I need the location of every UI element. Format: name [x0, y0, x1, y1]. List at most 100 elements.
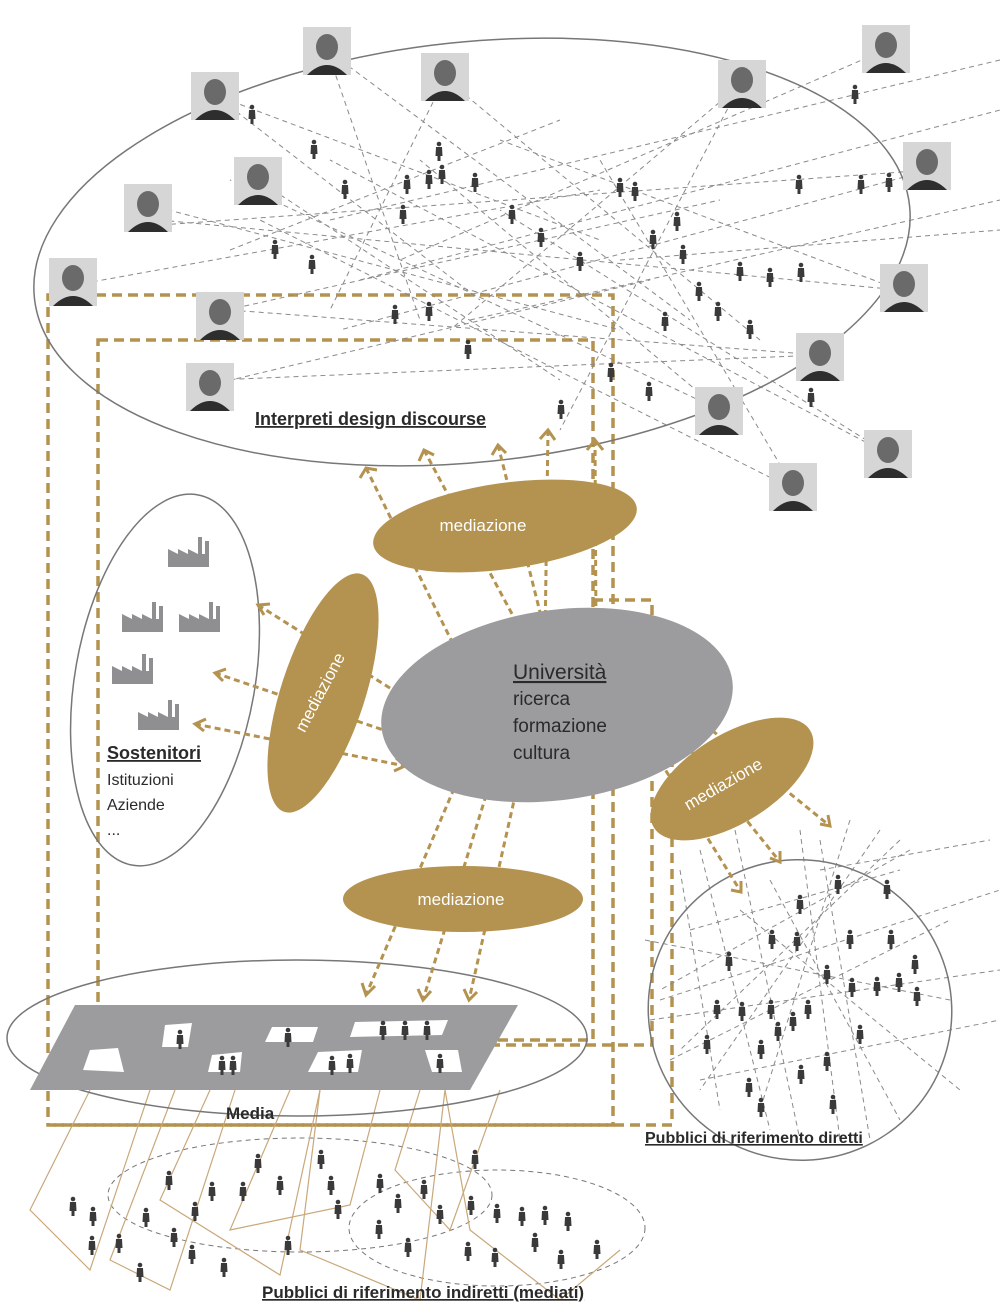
person-figure [394, 1193, 402, 1213]
person-figure [537, 227, 545, 247]
person-figure [376, 1173, 384, 1193]
person-figure [661, 311, 669, 331]
portrait-photo [695, 387, 743, 435]
person-figure [464, 339, 472, 359]
media-label: Media [226, 1104, 275, 1123]
people-indirect [69, 1149, 601, 1282]
sostenitori-ellipse [69, 493, 261, 867]
media-screen [83, 1048, 124, 1072]
portraits [49, 25, 951, 511]
person-figure [768, 929, 776, 949]
person-figure [89, 1206, 97, 1226]
media-ellipse [6, 959, 588, 1117]
media-projection-lines [29, 1089, 621, 1301]
portrait-photo [234, 157, 282, 205]
person-figure [679, 244, 687, 264]
person-figure [403, 174, 411, 194]
factory-icon [122, 602, 163, 632]
person-figure [713, 999, 721, 1019]
portrait-photo [196, 292, 244, 340]
person-figure [564, 1211, 572, 1231]
person-figure [804, 999, 812, 1019]
person-figure [673, 211, 681, 231]
person-figure [616, 177, 624, 197]
person-figure [557, 1249, 565, 1269]
person-figure [327, 1175, 335, 1195]
person-figure [334, 1199, 342, 1219]
person-figure [518, 1206, 526, 1226]
sostenitori-ellipsis: ... [107, 822, 120, 839]
person-figure [757, 1097, 765, 1117]
person-figure [746, 319, 754, 339]
person-figure [829, 1094, 837, 1114]
person-figure [913, 986, 921, 1006]
factory-icon [138, 700, 179, 730]
mediation-blobs [267, 479, 814, 932]
person-figure [745, 1077, 753, 1097]
media-screen [350, 1020, 448, 1037]
person-figure [541, 1205, 549, 1225]
indirect-public-ellipses [107, 1137, 646, 1287]
portrait-photo [880, 264, 928, 312]
person-figure [593, 1239, 601, 1259]
person-figure [208, 1181, 216, 1201]
factories [112, 537, 220, 730]
person-figure [766, 267, 774, 287]
person-figure [695, 281, 703, 301]
person-figure [239, 1181, 247, 1201]
universita-formazione: formazione [513, 716, 607, 737]
person-figure [531, 1232, 539, 1252]
mediazione-top-label: mediazione [440, 516, 527, 535]
portrait-photo [718, 60, 766, 108]
person-figure [220, 1257, 228, 1277]
portrait-photo [186, 363, 234, 411]
person-figure [714, 301, 722, 321]
person-figure [703, 1034, 711, 1054]
person-figure [834, 874, 842, 894]
person-figure [885, 172, 893, 192]
person-figure [795, 174, 803, 194]
person-figure [793, 931, 801, 951]
person-figure [170, 1227, 178, 1247]
person-figure [308, 254, 316, 274]
universita-ricerca: ricerca [513, 689, 570, 710]
person-figure [493, 1203, 501, 1223]
person-figure [797, 1064, 805, 1084]
people-top [248, 84, 893, 419]
person-figure [276, 1175, 284, 1195]
person-figure [188, 1244, 196, 1264]
person-figure [136, 1262, 144, 1282]
person-figure [557, 399, 565, 419]
person-figure [271, 239, 279, 259]
person-figure [404, 1237, 412, 1257]
person-figure [88, 1235, 96, 1255]
person-figure [789, 1011, 797, 1031]
person-figure [115, 1233, 123, 1253]
mediation-blob-top [373, 479, 637, 573]
top-network-lines [74, 49, 1000, 491]
portrait-photo [49, 258, 97, 306]
media-screen [265, 1027, 318, 1042]
portrait-photo [796, 333, 844, 381]
mediation-blob-bottom [343, 866, 583, 932]
person-figure [757, 1039, 765, 1059]
indirect-ellipse-2 [348, 1169, 646, 1287]
person-figure [310, 139, 318, 159]
person-figure [823, 964, 831, 984]
person-figure [725, 951, 733, 971]
mediation-blob-left [267, 573, 379, 813]
portrait-photo [864, 430, 912, 478]
person-figure [464, 1241, 472, 1261]
mediation-blob-right [650, 717, 814, 841]
person-figure [341, 179, 349, 199]
person-figure [911, 954, 919, 974]
indirect-ellipse-1 [107, 1137, 493, 1253]
person-figure [317, 1149, 325, 1169]
factory-icon [168, 537, 209, 567]
portrait-photo [421, 53, 469, 101]
person-figure [887, 929, 895, 949]
sostenitori-title: Sostenitori [107, 743, 201, 763]
portrait-photo [862, 25, 910, 73]
direct-public-lines [644, 819, 1000, 1141]
